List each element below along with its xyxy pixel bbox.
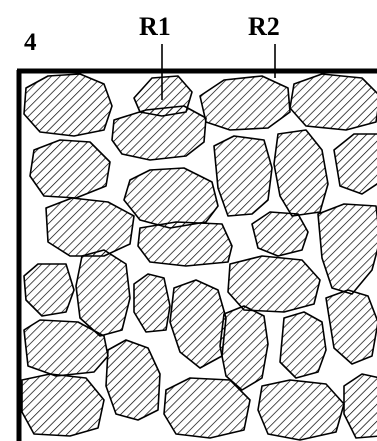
particle xyxy=(46,198,134,256)
particle xyxy=(326,290,377,364)
particle xyxy=(134,274,170,332)
particle xyxy=(170,280,226,368)
particle xyxy=(280,312,326,378)
particle xyxy=(24,74,112,136)
particle xyxy=(24,264,74,316)
particle xyxy=(228,256,320,312)
particle xyxy=(258,380,344,440)
particle xyxy=(76,250,130,336)
particle xyxy=(290,74,377,130)
particle xyxy=(22,374,104,436)
particle xyxy=(200,76,290,130)
particle xyxy=(164,378,250,438)
particle xyxy=(124,168,218,228)
particle xyxy=(214,136,272,216)
particle xyxy=(252,212,308,256)
particle xyxy=(220,306,268,390)
particle xyxy=(30,140,110,198)
particle xyxy=(344,374,377,438)
particle xyxy=(334,134,377,194)
particle xyxy=(318,204,377,294)
particle xyxy=(112,106,206,160)
particle xyxy=(138,222,232,266)
particle xyxy=(274,130,328,216)
particle xyxy=(106,340,160,420)
